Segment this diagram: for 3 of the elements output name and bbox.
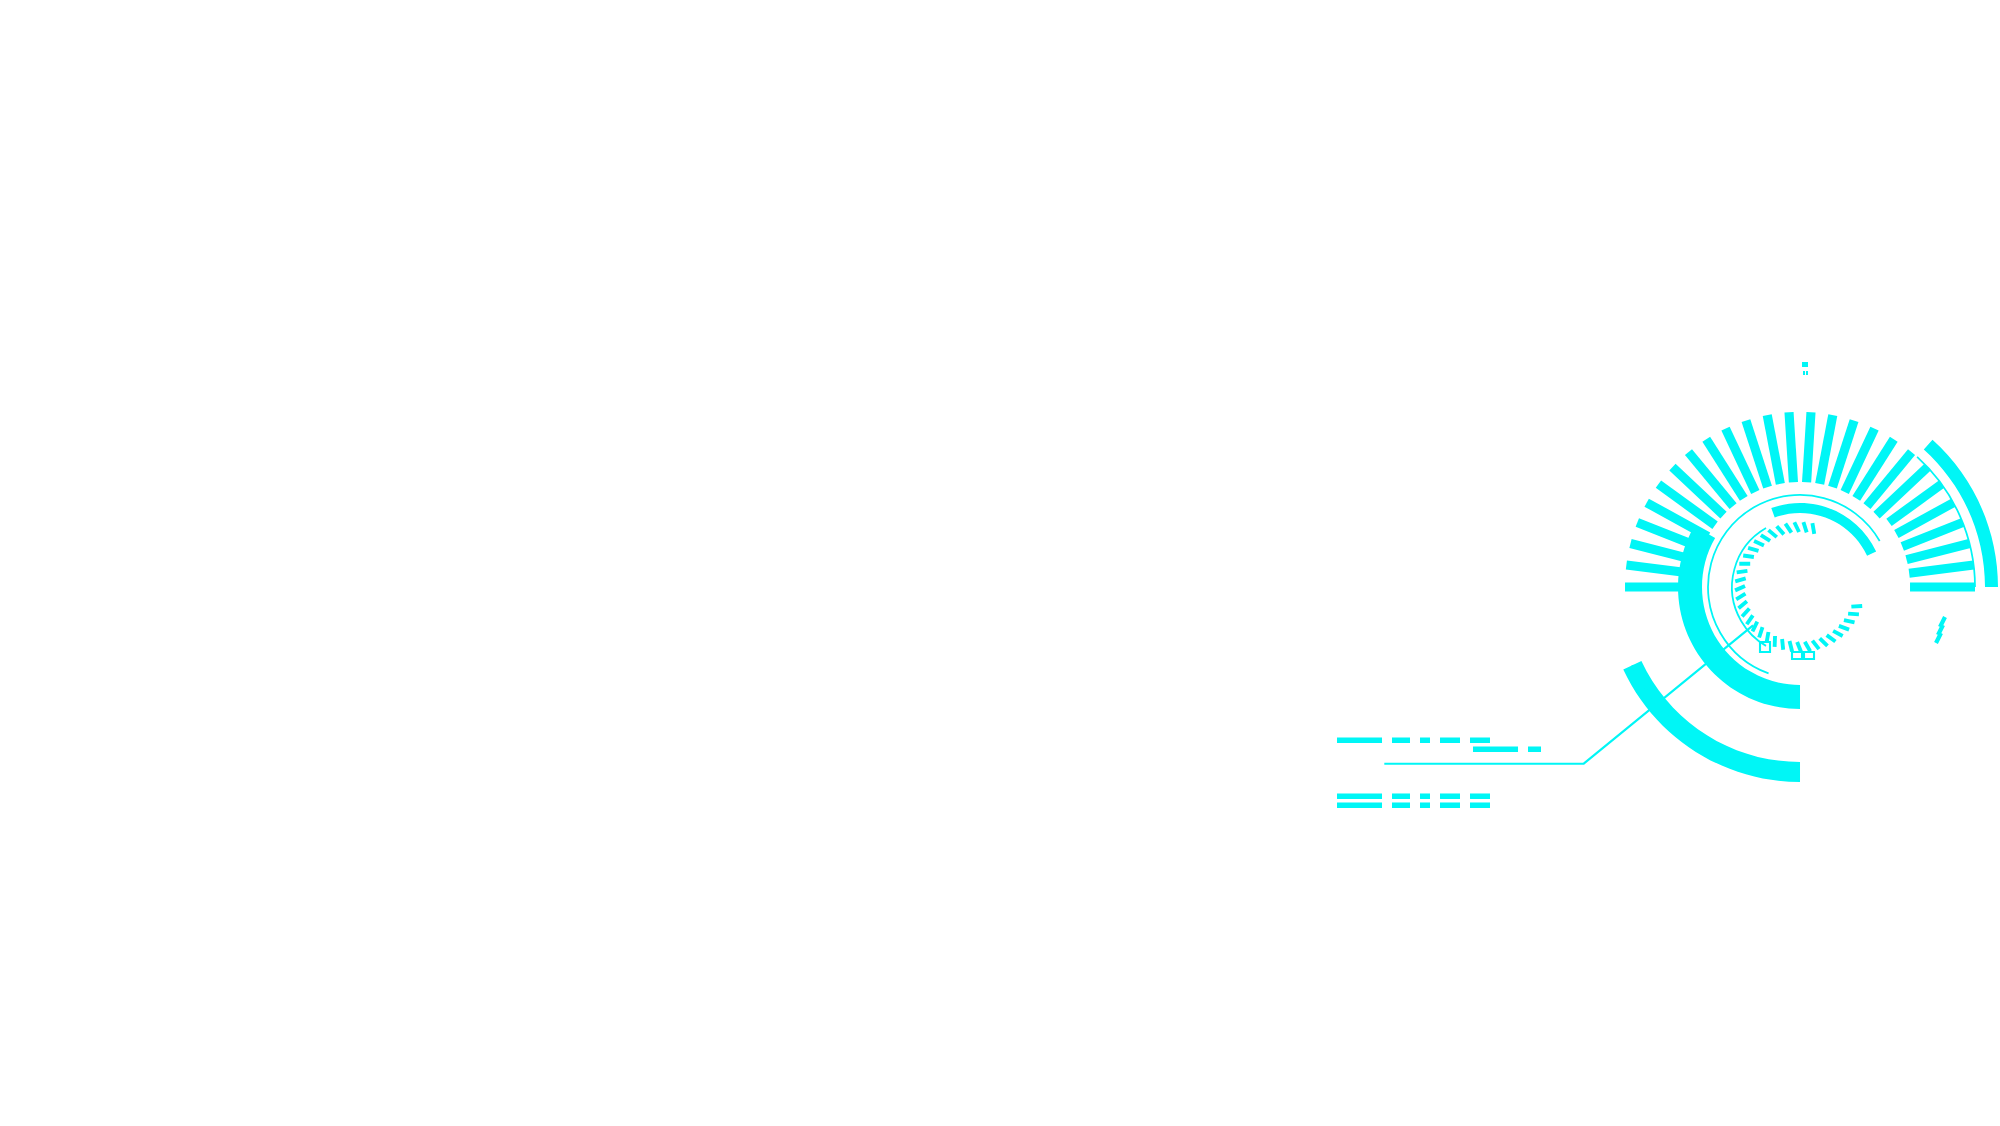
dial-drawing: [1623, 362, 1998, 782]
leader-line: [1384, 624, 1754, 765]
pseudo-text-drawing: [1337, 737, 1541, 752]
